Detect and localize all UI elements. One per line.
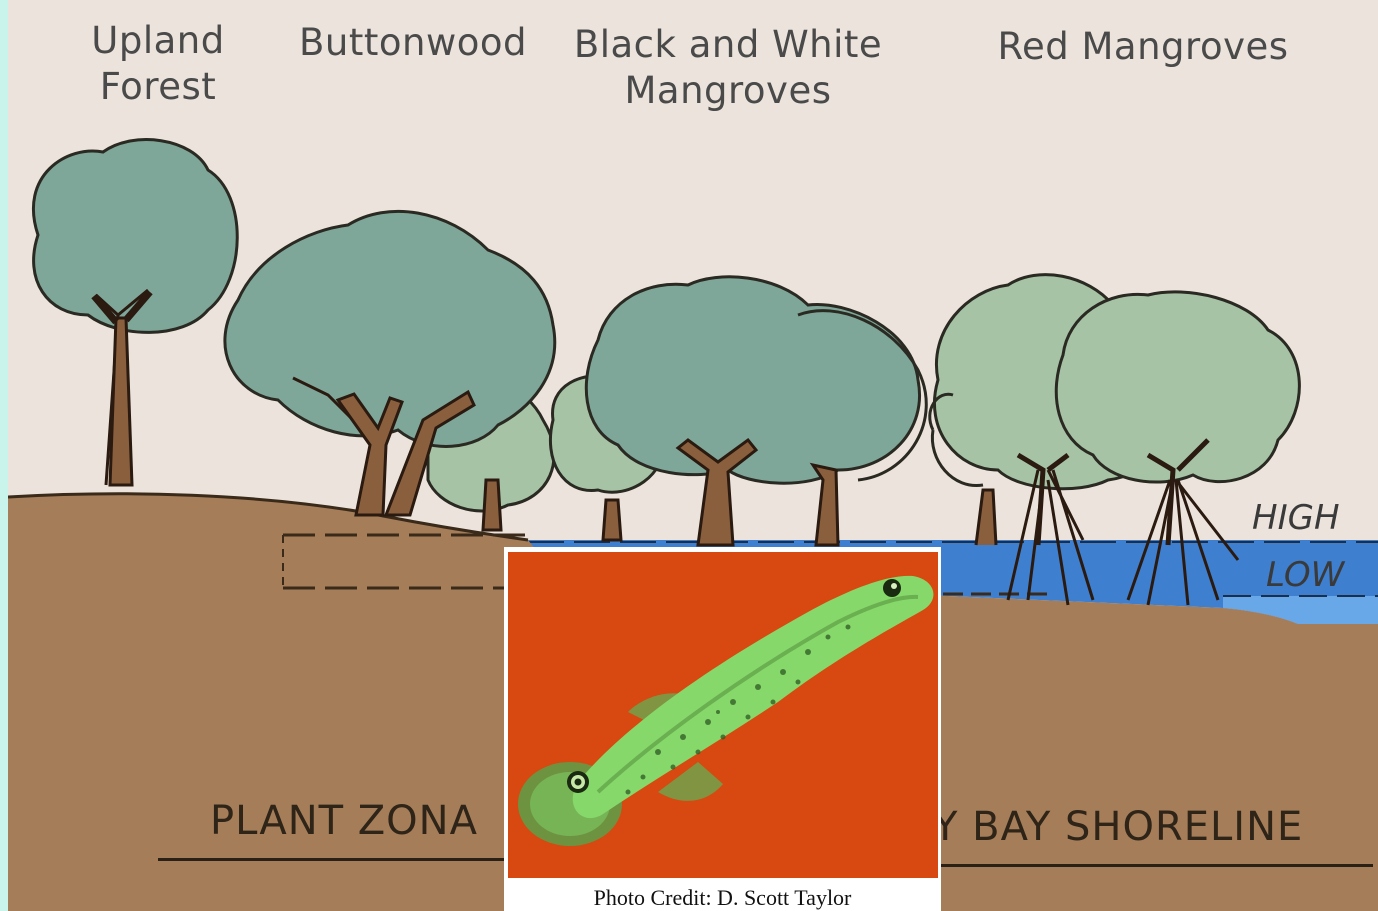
zone-label-black-white-mangroves: Black and White Mangroves [568, 22, 888, 114]
zone-label-red-mangroves: Red Mangroves [983, 24, 1303, 70]
inset-photo-frame: Photo Credit: D. Scott Taylor [504, 547, 941, 911]
title-underline-left [158, 858, 518, 861]
diagram-title-right: Y BAY SHORELINE [933, 804, 1303, 850]
diagram-canvas: Upland Forest Buttonwood Black and White… [8, 0, 1378, 911]
fish-photo [508, 552, 938, 878]
killifish-illustration [508, 552, 938, 878]
photo-credit-caption: Photo Credit: D. Scott Taylor [504, 885, 941, 911]
tide-label-low: LOW [1266, 555, 1344, 595]
title-underline-right [933, 864, 1373, 867]
zone-label-buttonwood: Buttonwood [293, 20, 533, 66]
zone-label-upland-forest: Upland Forest [68, 18, 248, 110]
diagram-title-left: PLANT ZONA [210, 798, 478, 844]
tide-label-high: HIGH [1252, 498, 1340, 538]
